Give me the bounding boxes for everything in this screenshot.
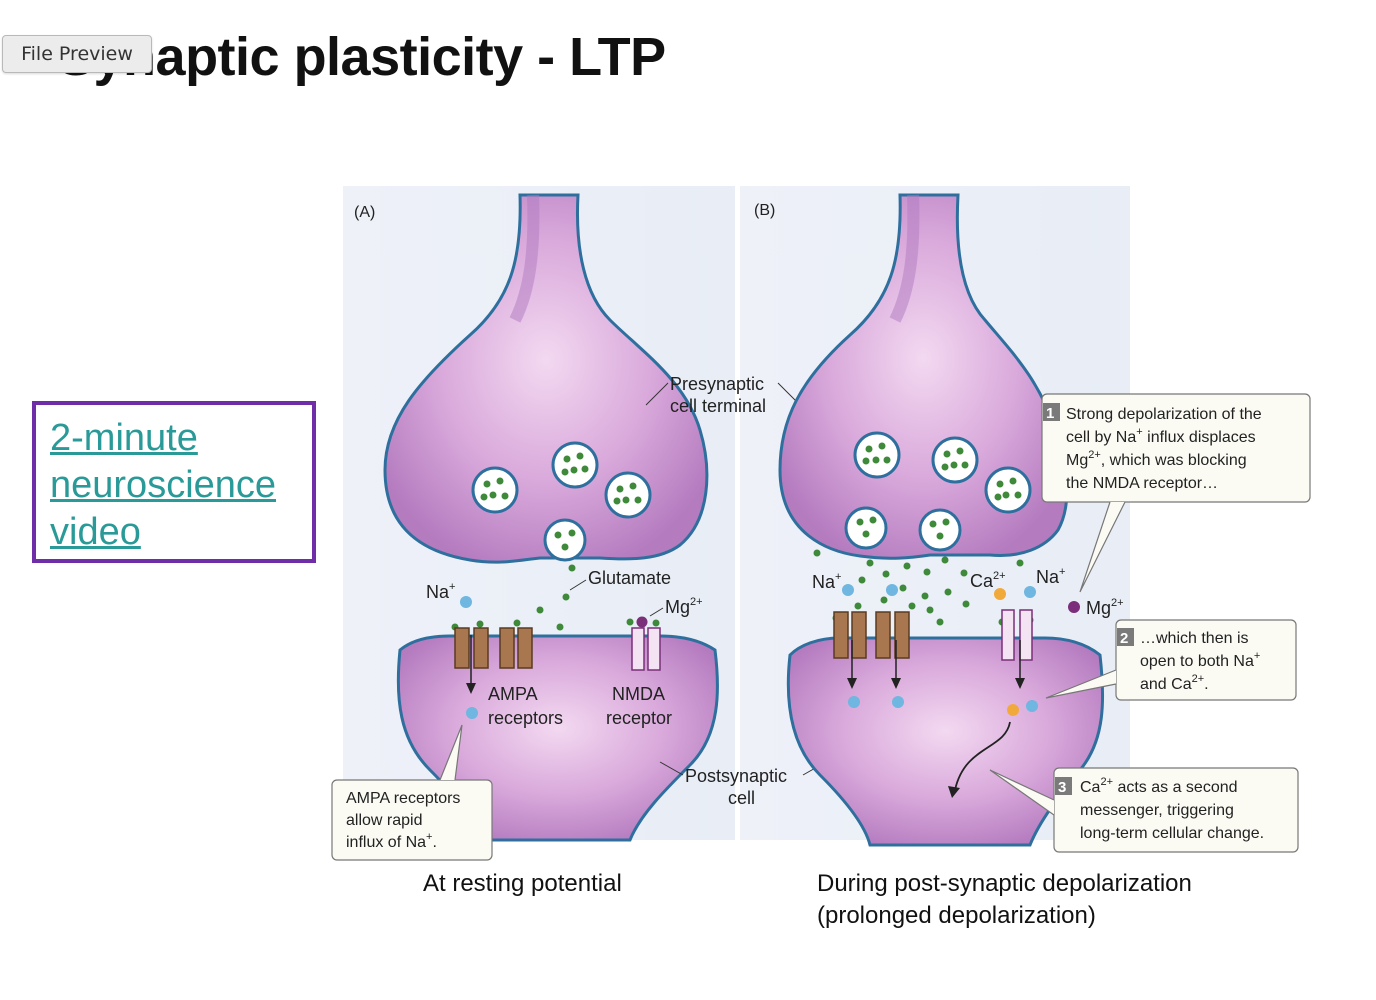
vesicle: [931, 436, 979, 484]
magnesium-label-b: Mg2+: [1086, 597, 1124, 618]
axon-shading-a: [509, 194, 540, 323]
presynaptic-terminal-a: [383, 193, 709, 564]
magnesium-ion-b: [1068, 601, 1080, 613]
glutamate-molecules-a: [451, 564, 660, 631]
caption-a-text: At resting potential: [423, 870, 622, 897]
vesicle: [853, 431, 901, 479]
video-link-box: 2-minute neuroscience video: [32, 401, 316, 563]
callout-1-number: 1: [1046, 405, 1054, 422]
ampa-receptors-a: [454, 627, 533, 669]
panel-b: (B): [754, 193, 1311, 853]
video-link-line-1[interactable]: 2-minute: [50, 417, 198, 459]
panel-a: (A): [331, 193, 827, 861]
video-link-line-2[interactable]: neuroscience: [50, 464, 277, 506]
glutamate-label: Glutamate: [588, 568, 671, 588]
panel-a-tag: (A): [354, 204, 375, 221]
callout-3: 3 Ca2+ acts as a second messenger, trigg…: [989, 767, 1299, 853]
vesicles-a: [471, 441, 652, 562]
sodium-ion-b: [1024, 586, 1036, 598]
axon-shading-b: [889, 194, 920, 323]
callout-1-line-2: cell by Na+ influx displaces: [1066, 426, 1256, 446]
vesicle: [918, 508, 962, 552]
sodium-ion-a: [466, 707, 478, 719]
caption-b-line-1: During post-synaptic depolarization: [817, 870, 1192, 897]
magnesium-ion-a: [636, 616, 648, 628]
vesicle: [551, 441, 599, 489]
sodium-ion-b: [842, 584, 854, 596]
callout-1: 1 Strong depolarization of the cell by N…: [1041, 393, 1311, 593]
sodium-label-a: Na+: [426, 581, 455, 602]
page-title: Synaptic plasticity - LTP: [58, 27, 666, 87]
nmda-label-2: receptor: [606, 708, 672, 728]
calcium-ion-b: [994, 588, 1006, 600]
vesicle: [471, 466, 519, 514]
caption-b: During post-synaptic depolarization (pro…: [817, 868, 1192, 932]
calcium-label-b: Ca2+: [970, 570, 1006, 591]
callout-1-line-1: Strong depolarization of the: [1066, 406, 1262, 423]
ampa-label-2: receptors: [488, 708, 563, 728]
callout-2-line-2: open to both Na+: [1140, 650, 1260, 670]
ampa-receptors-b: [833, 611, 910, 659]
callout-3-number: 3: [1058, 779, 1066, 796]
nmda-label-1: NMDA: [612, 684, 665, 704]
influx-arrows-b: [851, 640, 1021, 680]
caption-b-line-2: (prolonged depolarization): [817, 902, 1096, 929]
sodium-ion-b: [886, 584, 898, 596]
callout-1-line-4: the NMDA receptor…: [1066, 475, 1218, 492]
sodium-label-b-2: Na+: [1036, 566, 1065, 587]
caption-a: At resting potential: [423, 868, 622, 900]
ampa-callout: AMPA receptors allow rapid influx of Na+…: [331, 724, 493, 861]
ampa-label-1: AMPA: [488, 684, 538, 704]
file-preview-button[interactable]: File Preview: [2, 35, 152, 73]
magnesium-label-a: Mg2+: [665, 596, 703, 617]
calcium-ion-b: [1007, 704, 1019, 716]
ampa-callout-line-3: influx of Na+.: [346, 831, 437, 851]
panel-b-tag: (B): [754, 202, 775, 219]
vesicles-b: [844, 431, 1032, 552]
vesicle: [844, 506, 888, 550]
nmda-receptor-a: [631, 627, 661, 671]
sodium-ion-b: [1026, 700, 1038, 712]
sodium-ion-b: [848, 696, 860, 708]
callout-3-line-2: messenger, triggering: [1080, 802, 1234, 819]
callout-1-line-3: Mg2+, which was blocking: [1066, 449, 1247, 469]
presynaptic-terminal-b: [778, 193, 1069, 560]
glutamate-molecules-b: [813, 549, 1034, 627]
ampa-callout-line-1: AMPA receptors: [346, 790, 460, 807]
callout-2-line-3: and Ca2+.: [1140, 673, 1209, 693]
sodium-ion-b: [892, 696, 904, 708]
vesicle: [604, 471, 652, 519]
callout-2: 2 …which then is open to both Na+ and Ca…: [1045, 619, 1297, 701]
callout-2-line-1: …which then is: [1140, 630, 1249, 647]
postsynaptic-label-1: Postsynaptic: [685, 766, 787, 786]
vesicle: [984, 466, 1032, 514]
presynaptic-label-a-2: cell terminal: [670, 396, 766, 416]
callout-3-line-1: Ca2+ acts as a second: [1080, 776, 1238, 796]
video-link-line-3[interactable]: video: [50, 511, 141, 553]
sodium-ion-a: [460, 596, 472, 608]
vesicle: [543, 518, 587, 562]
sodium-label-b-1: Na+: [812, 571, 841, 592]
postsynaptic-label-2: cell: [728, 788, 755, 808]
callout-3-line-3: long-term cellular change.: [1080, 825, 1264, 842]
second-messenger-arrow: [954, 721, 1011, 791]
presynaptic-label-a-1: Presynaptic: [670, 374, 764, 394]
ampa-callout-line-2: allow rapid: [346, 812, 422, 829]
callout-2-number: 2: [1120, 630, 1128, 647]
